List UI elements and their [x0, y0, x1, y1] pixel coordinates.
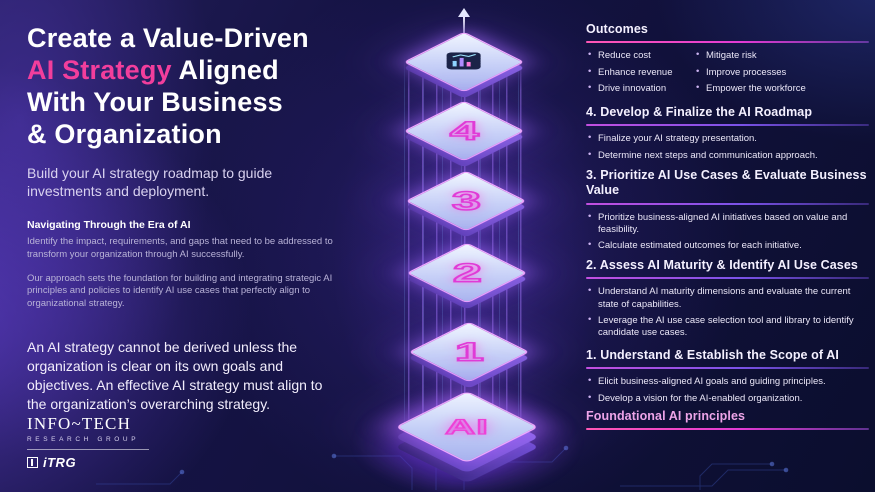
title-accent: AI Strategy — [27, 55, 172, 86]
step-1-underline — [586, 367, 869, 370]
outcomes-column-2: Mitigate risk Improve processes Empower … — [694, 49, 869, 99]
tile-edge — [406, 248, 528, 310]
list-item: Calculate estimated outcomes for each in… — [586, 239, 869, 252]
outcomes-heading: Outcomes — [586, 22, 648, 36]
step-2-underline — [586, 277, 869, 280]
itrg-logo-mark-icon — [27, 457, 38, 468]
list-item: Elicit business-aligned AI goals and gui… — [586, 375, 869, 388]
list-item: Finalize your AI strategy presentation. — [586, 132, 869, 145]
tile-edge — [405, 176, 527, 238]
title-line-2-rest: Aligned — [171, 55, 279, 86]
tile-edge — [403, 37, 525, 99]
list-item: Understand AI maturity dimensions and ev… — [586, 285, 869, 311]
step-2-bullets: Understand AI maturity dimensions and ev… — [586, 285, 869, 340]
tile-surface: 2 — [406, 242, 528, 304]
infotech-logo-wordmark: Info~Tech — [27, 414, 132, 433]
outcomes-column-1: Reduce cost Enhance revenue Drive innova… — [586, 49, 694, 99]
section-outcomes: Outcomes Reduce cost Enhance revenue Dri… — [586, 22, 869, 99]
step-3-heading: 3. Prioritize AI Use Cases & Evaluate Bu… — [586, 168, 867, 198]
list-item: Prioritize business-aligned AI initiativ… — [586, 211, 869, 237]
tile-number-2: 2 — [451, 257, 483, 289]
list-item: Improve processes — [694, 66, 869, 79]
tile-surface: 4 — [403, 100, 525, 162]
itrg-brand-text: iTRG — [43, 455, 77, 470]
tile-number-3: 3 — [450, 185, 482, 217]
outcomes-underline — [586, 41, 869, 44]
step-1-heading: 1. Understand & Establish the Scope of A… — [586, 348, 839, 362]
title-line-3: With Your Business — [27, 87, 283, 118]
list-item: Enhance revenue — [586, 66, 694, 79]
step-4-bullets: Finalize your AI strategy presentation. … — [586, 132, 869, 162]
logo-divider — [27, 449, 149, 450]
tile-edge — [403, 106, 525, 168]
step-4-underline — [586, 124, 869, 127]
era-section-heading: Navigating Through the Era of AI — [27, 219, 191, 232]
list-item: Drive innovation — [586, 82, 694, 95]
section-step-3: 3. Prioritize AI Use Cases & Evaluate Bu… — [586, 168, 869, 257]
step-2-heading: 2. Assess AI Maturity & Identify AI Use … — [586, 258, 858, 272]
foundation-underline — [586, 428, 869, 431]
step-3-underline — [586, 202, 869, 205]
foundation-heading: Foundational AI principles — [586, 409, 746, 423]
infotech-logo: Info~Tech Research Group iTRG — [27, 414, 149, 470]
beam-line — [463, 16, 465, 54]
report-chart-icon — [444, 51, 484, 74]
body-paragraph-1: Identify the impact, requirements, and g… — [27, 236, 333, 261]
title-line-1: Create a Value-Driven — [27, 23, 309, 53]
tile-number-1: 1 — [453, 336, 485, 368]
outcomes-columns: Reduce cost Enhance revenue Drive innova… — [586, 49, 869, 99]
section-step-4: 4. Develop & Finalize the AI Roadmap Fin… — [586, 105, 869, 166]
page-title: Create a Value-Driven AI Strategy Aligne… — [27, 22, 379, 151]
section-foundation: Foundational AI principles — [586, 409, 869, 437]
tile-surface: 3 — [405, 170, 527, 232]
title-line-2: AI Strategy Aligned — [27, 54, 379, 86]
step-4-heading: 4. Develop & Finalize the AI Roadmap — [586, 105, 813, 119]
step-1-bullets: Elicit business-aligned AI goals and gui… — [586, 375, 869, 405]
infotech-logo-subtitle: Research Group — [27, 436, 140, 443]
up-arrow-icon — [458, 8, 470, 17]
list-item: Empower the workforce — [694, 82, 869, 95]
tile-number-4: 4 — [448, 115, 480, 147]
body-paragraph-2: Our approach sets the foundation for bui… — [27, 272, 333, 309]
list-item: Develop a vision for the AI-enabled orga… — [586, 392, 869, 405]
subtitle: Build your AI strategy roadmap to guide … — [27, 164, 273, 199]
strategy-quote: An AI strategy cannot be derived unless … — [27, 338, 323, 412]
list-item: Leverage the AI use case selection tool … — [586, 314, 869, 340]
title-line-4: & Organization — [27, 119, 222, 150]
step-3-bullets: Prioritize business-aligned AI initiativ… — [586, 211, 869, 253]
list-item: Reduce cost — [586, 49, 694, 62]
list-item: Mitigate risk — [694, 49, 869, 62]
itrg-brand-row: iTRG — [27, 455, 149, 470]
section-step-1: 1. Understand & Establish the Scope of A… — [586, 348, 869, 409]
tile-surface — [403, 31, 525, 93]
list-item: Determine next steps and communication a… — [586, 149, 869, 162]
section-step-2: 2. Assess AI Maturity & Identify AI Use … — [586, 258, 869, 344]
left-column: Create a Value-Driven AI Strategy Aligne… — [27, 22, 379, 414]
